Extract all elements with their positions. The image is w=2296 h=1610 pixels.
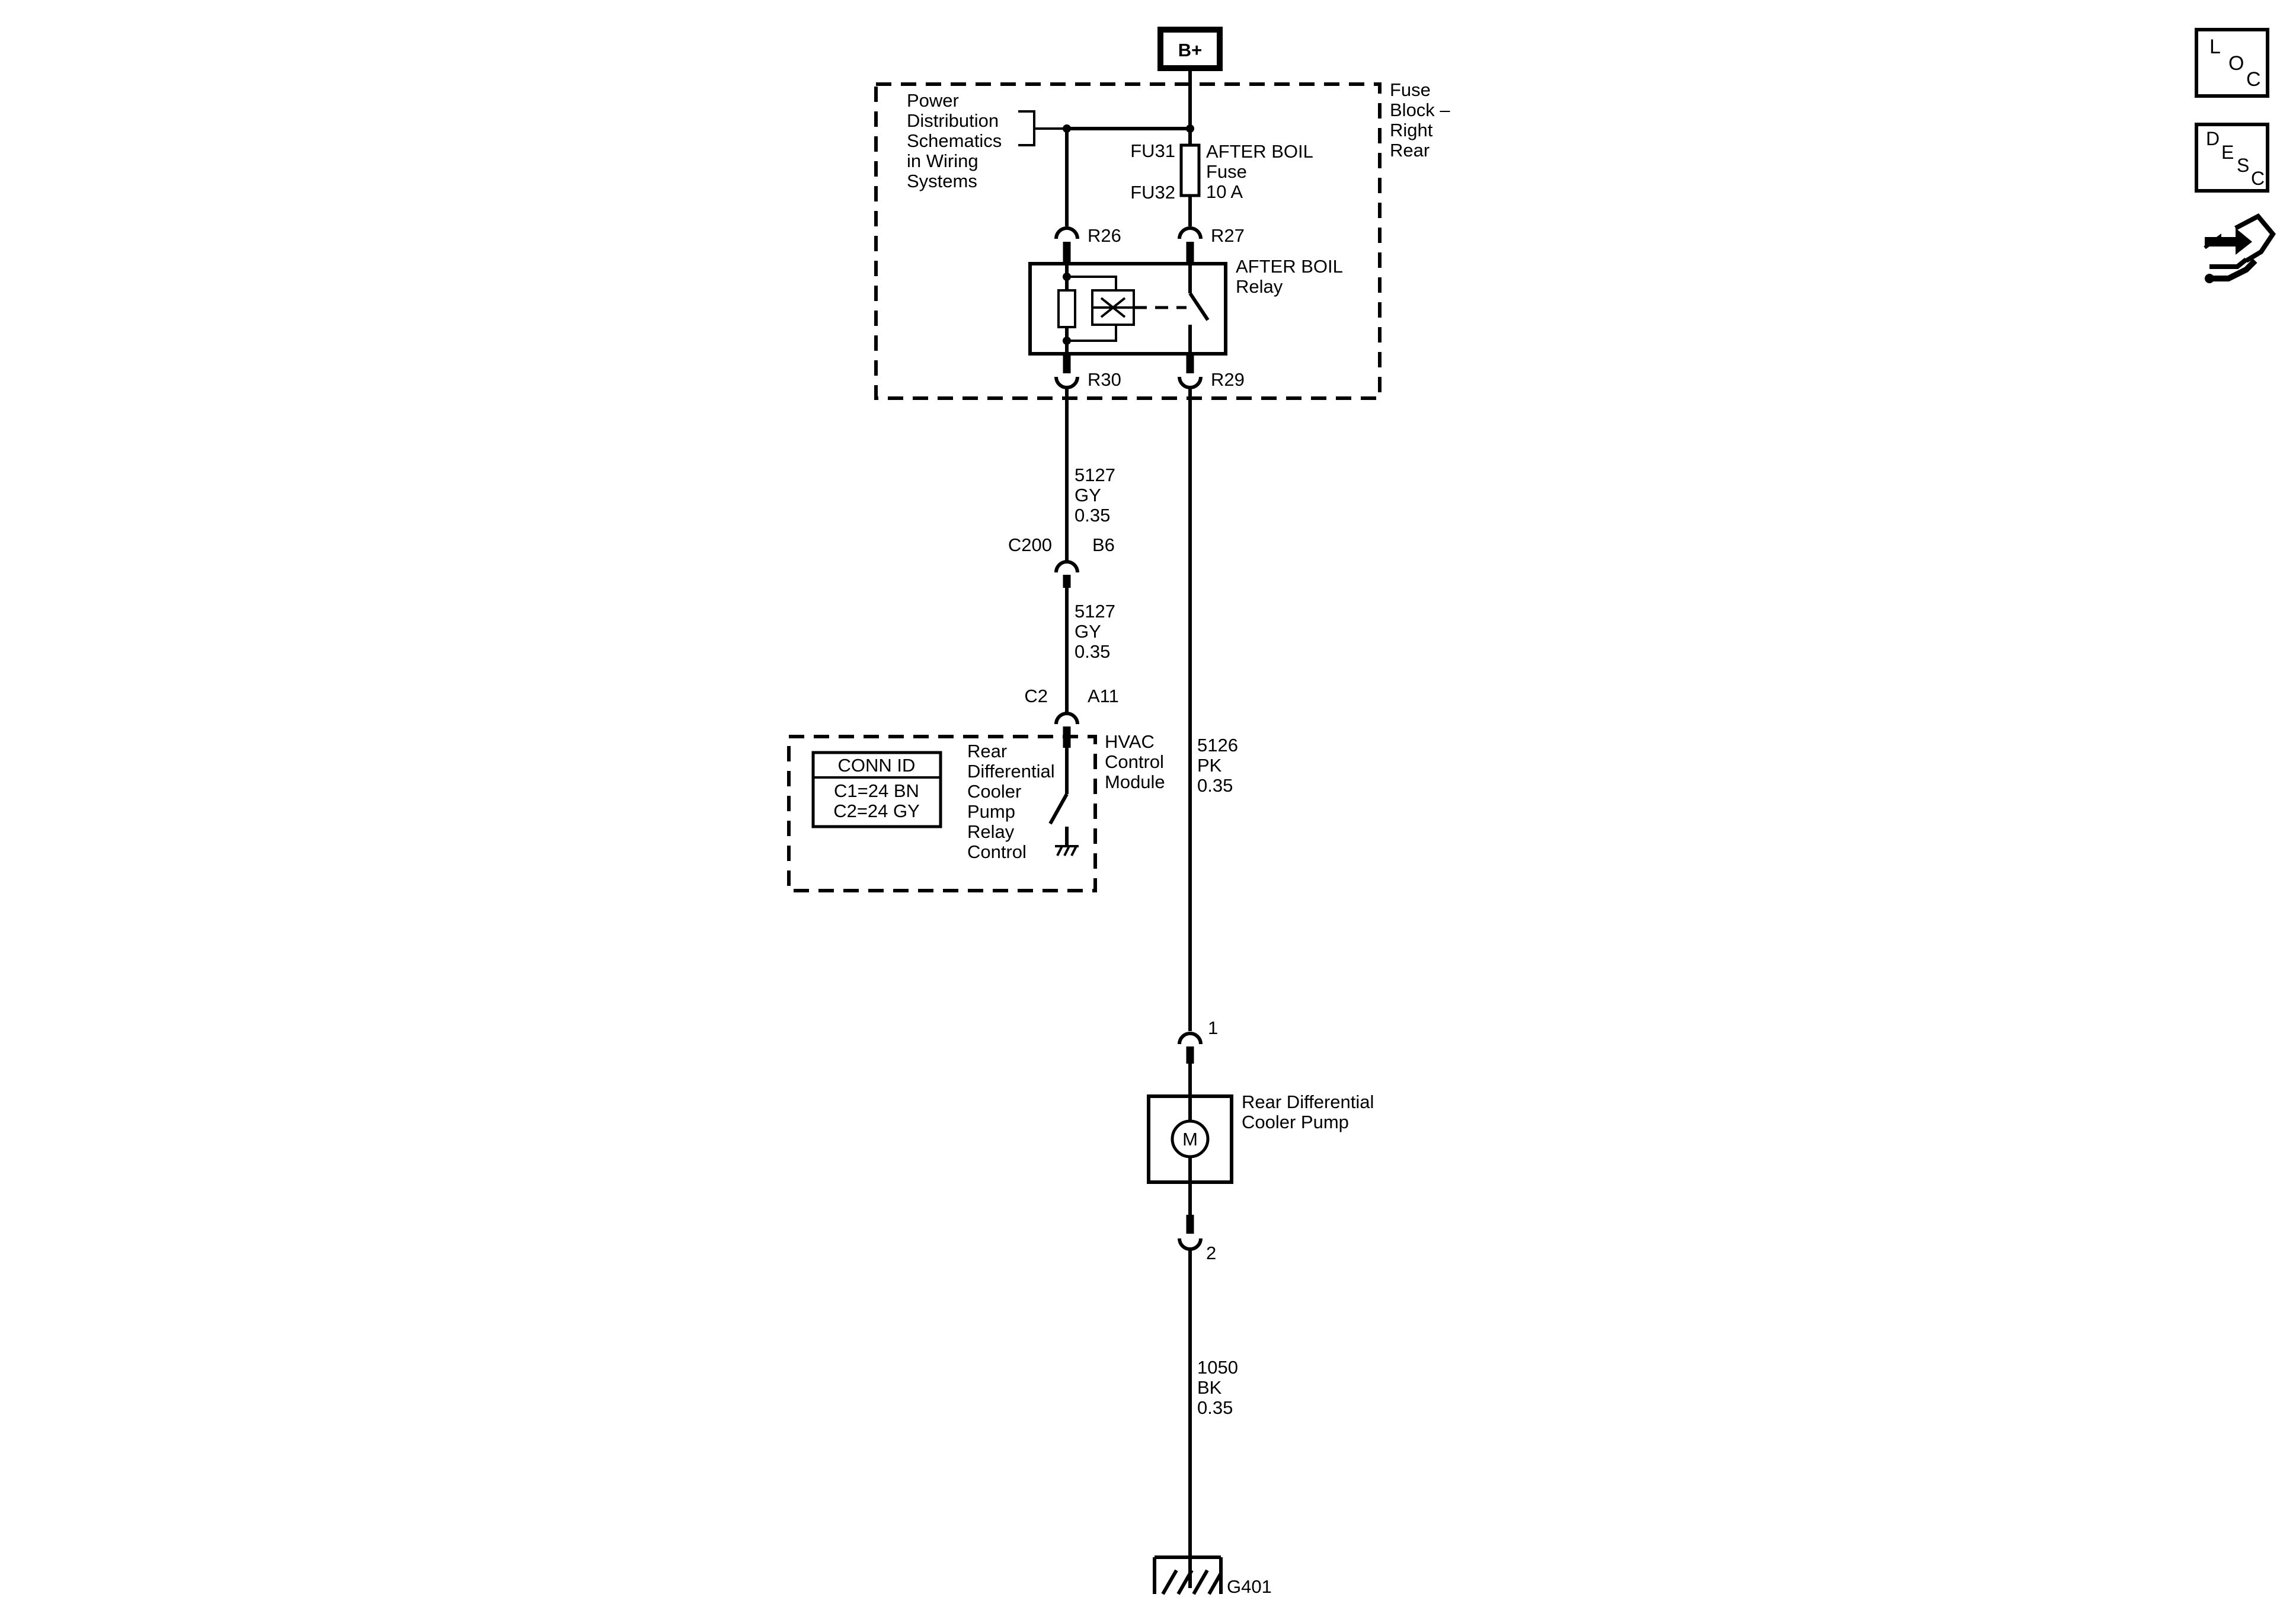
svg-text:Cooler: Cooler bbox=[967, 781, 1021, 802]
terminal-r26: R26 bbox=[1054, 225, 1121, 264]
svg-text:Rear: Rear bbox=[967, 741, 1007, 761]
svg-text:C2: C2 bbox=[1024, 686, 1048, 706]
svg-text:1050: 1050 bbox=[1197, 1357, 1238, 1378]
svg-text:Systems: Systems bbox=[907, 171, 977, 191]
low-side-driver-switch bbox=[1048, 748, 1079, 856]
svg-text:GY: GY bbox=[1075, 621, 1101, 642]
svg-text:Pump: Pump bbox=[967, 801, 1015, 822]
relay-name: AFTER BOIL bbox=[1236, 256, 1343, 277]
fuse-block-boundary bbox=[874, 82, 1382, 400]
svg-text:E: E bbox=[2221, 142, 2234, 163]
fuse-id-bottom: FU32 bbox=[1130, 182, 1175, 203]
desc-button[interactable]: D E S C bbox=[2195, 123, 2269, 193]
svg-text:C: C bbox=[2251, 168, 2265, 189]
hvac-control-module-boundary bbox=[787, 735, 1097, 892]
svg-text:Distribution: Distribution bbox=[907, 110, 999, 131]
svg-text:B6: B6 bbox=[1092, 534, 1115, 555]
wire-1050-label: 1050 BK 0.35 bbox=[1197, 1357, 1238, 1418]
svg-text:Block –: Block – bbox=[1390, 100, 1450, 120]
svg-text:R26: R26 bbox=[1088, 225, 1121, 246]
svg-text:HVAC: HVAC bbox=[1105, 731, 1155, 752]
svg-text:BK: BK bbox=[1197, 1377, 1222, 1398]
battery-power-source: B+ bbox=[1157, 27, 1223, 71]
hvac-control-module-label: HVAC Control Module bbox=[1105, 731, 1165, 792]
svg-text:5127: 5127 bbox=[1075, 465, 1115, 485]
connector-view-icon[interactable] bbox=[2204, 213, 2276, 283]
relay-type: Relay bbox=[1236, 276, 1283, 297]
connector-c200: C200 B6 bbox=[1008, 534, 1115, 588]
svg-text:0.35: 0.35 bbox=[1075, 505, 1110, 526]
svg-text:Rear: Rear bbox=[1390, 140, 1430, 161]
wire-5127-upper-label: 5127 GY 0.35 bbox=[1075, 465, 1115, 526]
svg-text:Control: Control bbox=[967, 841, 1027, 862]
motor-symbol: M bbox=[1182, 1129, 1198, 1150]
pump-name: Rear Differential bbox=[1242, 1092, 1374, 1112]
svg-text:2: 2 bbox=[1206, 1243, 1216, 1263]
after-boil-fuse: FU31 FU32 AFTER BOIL Fuse 10 A bbox=[1130, 129, 1313, 226]
fuse-block-label: Fuse Block – Right Rear bbox=[1390, 79, 1450, 161]
svg-text:C200: C200 bbox=[1008, 534, 1052, 555]
svg-text:S: S bbox=[2237, 155, 2249, 176]
svg-text:C: C bbox=[2246, 68, 2261, 91]
svg-text:0.35: 0.35 bbox=[1197, 1397, 1233, 1418]
conn-id-row: C1=24 BN bbox=[834, 780, 919, 801]
svg-text:L: L bbox=[2209, 36, 2221, 58]
loc-button[interactable]: L O C bbox=[2195, 28, 2269, 98]
fuse-id-top: FU31 bbox=[1130, 140, 1175, 161]
ground-label: G401 bbox=[1227, 1576, 1272, 1597]
conn-id-header: CONN ID bbox=[838, 755, 916, 776]
conn-id-table: CONN ID C1=24 BN C2=24 GY bbox=[811, 751, 942, 828]
wire-5127-lower-label: 5127 GY 0.35 bbox=[1075, 601, 1115, 662]
svg-text:Differential: Differential bbox=[967, 761, 1055, 782]
svg-text:Schematics: Schematics bbox=[907, 130, 1002, 151]
svg-text:R27: R27 bbox=[1211, 225, 1245, 246]
after-boil-relay: AFTER BOIL Relay bbox=[1028, 256, 1343, 356]
fuse-type: Fuse bbox=[1206, 161, 1247, 182]
conn-id-row: C2=24 GY bbox=[833, 801, 920, 821]
svg-text:R30: R30 bbox=[1088, 369, 1121, 390]
svg-text:5126: 5126 bbox=[1197, 735, 1238, 756]
pump-connector-pin-2: 2 bbox=[1178, 1215, 1216, 1263]
terminal-r30: R30 bbox=[1054, 354, 1121, 390]
power-distribution-reference[interactable]: Power Distribution Schematics in Wiring … bbox=[907, 90, 1002, 191]
svg-text:Fuse: Fuse bbox=[1390, 79, 1431, 100]
svg-text:Control: Control bbox=[1105, 751, 1164, 772]
fuse-name: AFTER BOIL bbox=[1206, 141, 1313, 162]
wire-5126-label: 5126 PK 0.35 bbox=[1197, 735, 1238, 796]
pump-connector-pin-1: 1 bbox=[1178, 1017, 1218, 1064]
battery-label: B+ bbox=[1178, 40, 1203, 60]
svg-text:0.35: 0.35 bbox=[1197, 775, 1233, 796]
svg-text:Power: Power bbox=[907, 90, 959, 111]
terminal-r29: R29 bbox=[1178, 354, 1245, 390]
svg-text:A11: A11 bbox=[1088, 686, 1119, 706]
svg-text:Relay: Relay bbox=[967, 821, 1015, 842]
pump-name: Cooler Pump bbox=[1242, 1112, 1349, 1132]
svg-text:0.35: 0.35 bbox=[1075, 641, 1110, 662]
fuse-rating: 10 A bbox=[1206, 181, 1243, 202]
svg-text:R29: R29 bbox=[1211, 369, 1245, 390]
svg-text:in Wiring: in Wiring bbox=[907, 151, 978, 171]
svg-text:GY: GY bbox=[1075, 485, 1101, 505]
svg-text:Right: Right bbox=[1390, 120, 1433, 140]
svg-text:5127: 5127 bbox=[1075, 601, 1115, 622]
svg-text:D: D bbox=[2206, 128, 2220, 149]
svg-text:O: O bbox=[2228, 52, 2244, 75]
pump-relay-control-label: Rear Differential Cooler Pump Relay Cont… bbox=[967, 741, 1055, 862]
rear-differential-cooler-pump: M Rear Differential Cooler Pump bbox=[1147, 1092, 1374, 1184]
svg-text:PK: PK bbox=[1197, 755, 1222, 776]
svg-text:Module: Module bbox=[1105, 772, 1165, 792]
terminal-r27: R27 bbox=[1178, 225, 1245, 264]
ground-g401: G401 bbox=[1153, 1555, 1272, 1597]
svg-text:1: 1 bbox=[1208, 1017, 1218, 1038]
